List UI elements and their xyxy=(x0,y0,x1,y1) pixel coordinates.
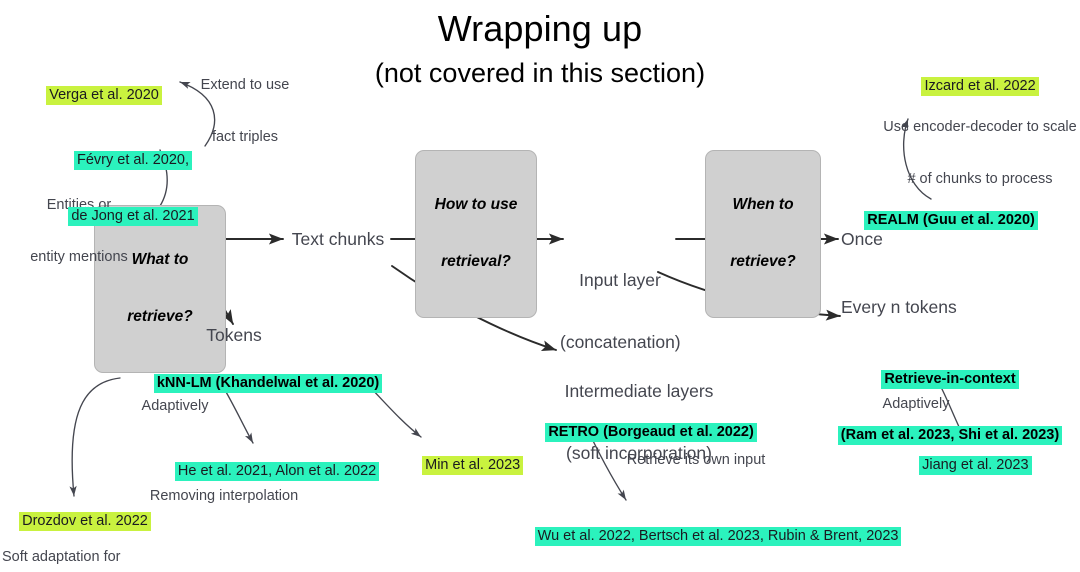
intermediate-line2: (soft incorporation) xyxy=(566,443,712,464)
anno-line1: Soft adaptation for xyxy=(2,549,121,566)
citation-text: Min et al. 2023 xyxy=(422,455,524,475)
citation-retrieve-in-context: Retrieve-in-context (Ram et al. 2023, Sh… xyxy=(830,332,1070,483)
question-box-how-to-use-retrieval[interactable]: How to use retrieval? xyxy=(415,150,537,319)
annotation-use-encoder-decoder: Use encoder-decoder to scale # of chunks… xyxy=(880,85,1080,222)
anno-line2: entity mentions xyxy=(30,248,128,265)
qbox-line2: retrieval? xyxy=(441,252,511,270)
citation-text: Drozdov et al. 2022 xyxy=(19,511,151,531)
input-layer-line2: (concatenation) xyxy=(560,332,681,353)
annotation-entities-or-entity-mentions: Entities or entity mentions xyxy=(4,163,154,300)
citation-text: He et al. 2021, Alon et al. 2022 xyxy=(174,461,380,481)
citation-drozdov-2022: Drozdov et al. 2022 xyxy=(3,493,151,550)
citation-text: Wu et al. 2022, Bertsch et al. 2023, Rub… xyxy=(534,526,902,546)
qbox-line2: retrieve? xyxy=(730,252,796,270)
flow-label-every-n-tokens: Every n tokens xyxy=(841,297,957,317)
citation-line1: Févry et al. 2020, xyxy=(73,150,193,170)
annotation-retrieve-its-own-input: Retrieve its own input xyxy=(626,452,766,468)
citation-jiang-2023: Jiang et al. 2023 xyxy=(903,437,1032,494)
intermediate-line1: Intermediate layers xyxy=(564,381,714,402)
citation-wu-bertsch-rubin: Wu et al. 2022, Bertsch et al. 2023, Rub… xyxy=(494,508,926,565)
question-box-what-to-retrieve[interactable]: What to retrieve? xyxy=(94,205,226,374)
citation-knn-lm: kNN-LM (Khandelwal et al. 2020) xyxy=(121,355,399,412)
anno-line1: Use encoder-decoder to scale xyxy=(883,119,1077,136)
flow-label-input-layer: Input layer (concatenation) xyxy=(560,229,681,394)
annotation-adaptively-knn: Adaptively xyxy=(141,398,209,414)
annotation-removing-interpolation: Removing interpolation xyxy=(149,488,299,504)
anno-line1: Extend to use xyxy=(200,77,290,94)
citation-text: kNN-LM (Khandelwal et al. 2020) xyxy=(153,373,383,393)
anno-line2: fact triples xyxy=(211,128,279,145)
citation-he-alon: He et al. 2021, Alon et al. 2022 xyxy=(158,443,380,500)
citation-retro: RETRO (Borgeaud et al. 2022) xyxy=(518,404,768,461)
citation-verga-2020: Verga et al. 2020 xyxy=(28,67,164,124)
qbox-line1: How to use xyxy=(434,195,518,213)
citation-text: Verga et al. 2020 xyxy=(46,85,162,105)
citation-line2: de Jong et al. 2021 xyxy=(68,207,198,227)
citation-izcard-2022: Izcard et al. 2022 xyxy=(903,58,1041,115)
annotation-extend-to-use-fact-triples: Extend to use fact triples xyxy=(175,43,315,180)
citation-fevry-dejong: Févry et al. 2020, de Jong et al. 2021 xyxy=(63,113,203,264)
citation-line2: (Ram et al. 2023, Shi et al. 2023) xyxy=(837,426,1063,446)
input-layer-line1: Input layer xyxy=(579,270,661,291)
annotation-soft-adaptation: Soft adaptation for better expressivity xyxy=(2,515,162,572)
qbox-line1: What to xyxy=(131,250,189,268)
qbox-line1: When to xyxy=(732,195,794,213)
citation-line1: Retrieve-in-context xyxy=(881,369,1019,389)
slide-title: Wrapping up xyxy=(437,8,643,49)
flow-label-once: Once xyxy=(841,229,883,249)
citation-realm: REALM (Guu et al. 2020) xyxy=(846,192,1040,249)
annotation-adaptively-ric: Adaptively xyxy=(882,396,950,412)
citation-min-2023: Min et al. 2023 xyxy=(406,437,524,494)
citation-text: Izcard et al. 2022 xyxy=(921,76,1039,96)
citation-text: RETRO (Borgeaud et al. 2022) xyxy=(545,422,757,442)
flow-label-intermediate-layers: Intermediate layers (soft incorporation) xyxy=(546,340,732,505)
question-box-when-to-retrieve[interactable]: When to retrieve? xyxy=(705,150,821,319)
anno-line2: # of chunks to process xyxy=(907,170,1053,187)
citation-text: Jiang et al. 2023 xyxy=(919,455,1032,475)
slide-subtitle: (not covered in this section) xyxy=(374,58,706,88)
edge-knn-to-drozdov xyxy=(69,377,121,497)
flow-label-text-chunks: Text chunks xyxy=(291,229,385,249)
flow-label-tokens: Tokens xyxy=(206,325,262,345)
citation-text: REALM (Guu et al. 2020) xyxy=(864,210,1038,230)
qbox-line2: retrieve? xyxy=(127,307,193,325)
